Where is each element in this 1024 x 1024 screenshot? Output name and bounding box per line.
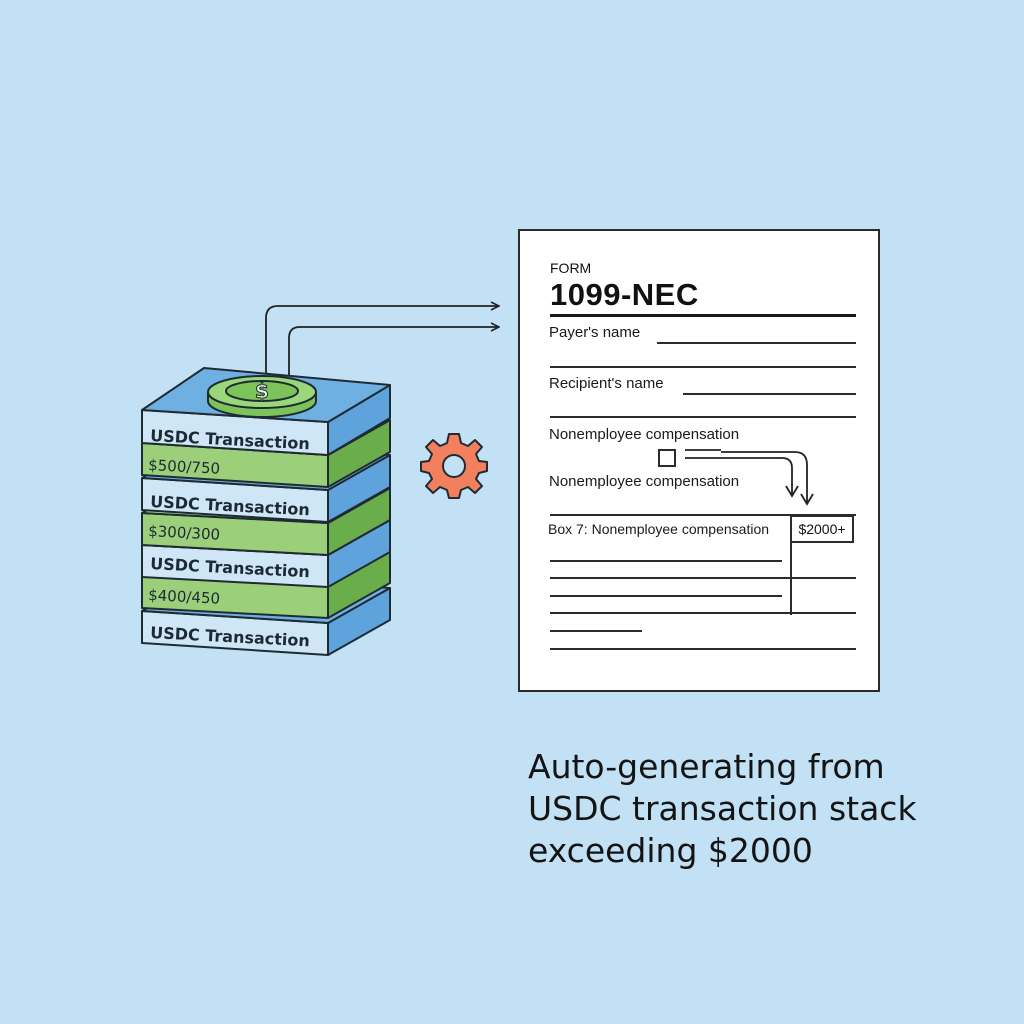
payer-name-field-line2[interactable]	[550, 366, 856, 368]
layer-amount: $500/750	[148, 456, 221, 478]
coin-icon: $	[207, 375, 317, 418]
form-line[interactable]	[550, 612, 856, 614]
caption-line-2: USDC transaction stack	[528, 789, 917, 828]
form-title: 1099-NEC	[550, 277, 699, 312]
gear-icon	[420, 433, 488, 499]
recipient-name-label: Recipient's name	[549, 375, 664, 392]
form-line[interactable]	[550, 630, 642, 632]
caption: Auto-generating from USDC transaction st…	[528, 746, 917, 872]
box7-amount-cell[interactable]: $2000+	[790, 515, 854, 543]
compensation-label-1: Nonemployee compensation	[549, 426, 740, 443]
box7-column-divider	[790, 543, 792, 615]
compensation-label-2: Nonemployee compensation	[549, 473, 740, 490]
caption-line-1: Auto-generating from	[528, 747, 885, 786]
caption-line-3: exceeding $2000	[528, 831, 813, 870]
form-line[interactable]	[550, 560, 782, 562]
box7-top-rule	[550, 514, 856, 516]
layer-amount: $300/300	[148, 522, 221, 544]
title-underline	[550, 314, 856, 317]
compensation-checkbox[interactable]	[658, 449, 676, 467]
form-line[interactable]	[550, 595, 782, 597]
form-small-label: FORM	[550, 260, 592, 276]
usdc-layer-1	[141, 367, 391, 456]
box7-label: Box 7: Nonemployee compensation	[548, 521, 770, 537]
recipient-name-field[interactable]	[683, 393, 856, 395]
layer-amount: $400/450	[148, 586, 221, 608]
payer-name-label: Payer's name	[549, 324, 641, 341]
flow-arrows-to-form	[265, 306, 498, 378]
svg-text:$: $	[255, 379, 269, 403]
form-line[interactable]	[550, 648, 856, 650]
form-1099-nec: FORM 1099-NEC Payer's name Recipient's n…	[518, 229, 880, 692]
form-line[interactable]	[550, 577, 856, 579]
payer-name-field[interactable]	[657, 342, 856, 344]
recipient-name-field-line2[interactable]	[550, 416, 856, 418]
